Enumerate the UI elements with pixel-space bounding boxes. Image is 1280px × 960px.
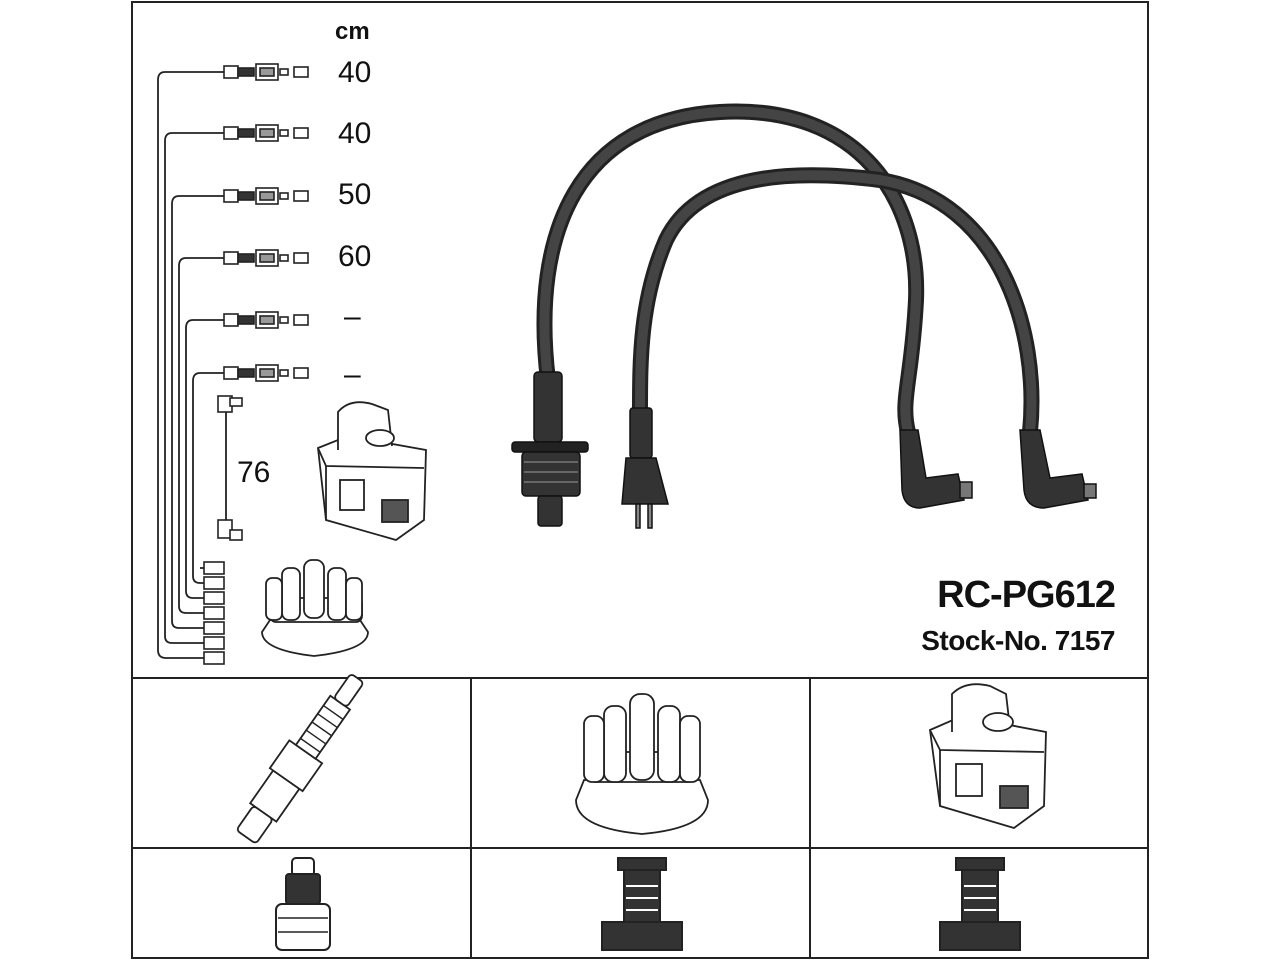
stock-number: Stock-No. 7157 <box>921 625 1115 656</box>
lead-length-5: – <box>344 300 361 333</box>
lead-connector-4 <box>223 249 309 267</box>
lead-length-1: 40 <box>338 56 372 89</box>
ignition-lead-length: 76 <box>237 456 271 489</box>
lead-length-3: 50 <box>338 178 372 211</box>
lead-connector-2 <box>223 124 309 142</box>
ignition-lead-boots <box>217 395 243 541</box>
unit-label: cm <box>335 18 370 45</box>
distributor-terminals <box>203 561 225 665</box>
distributor-cap-icon <box>261 559 369 657</box>
lead-connectors <box>203 63 309 665</box>
lead-length-2: 40 <box>338 117 372 150</box>
lead-length-6: – <box>344 358 361 391</box>
distributor-end-profile-icon <box>601 857 683 951</box>
lead-connector-5 <box>223 311 309 329</box>
distributor-cap-large-icon <box>575 693 709 835</box>
spark-plug-icon <box>236 674 364 844</box>
cable-boots <box>511 371 1097 529</box>
coil-end-profile-icon <box>939 857 1021 951</box>
outer-border <box>131 1 1149 959</box>
ignition-cable-set <box>536 103 1040 440</box>
ignition-coil-large-icon <box>929 683 1047 829</box>
ignition-coil-icon <box>317 401 427 541</box>
plug-end-profile-icon <box>275 857 331 951</box>
lead-connector-1 <box>223 63 309 81</box>
lead-length-4: 60 <box>338 240 372 273</box>
lead-connector-6 <box>223 364 309 382</box>
part-number: RC-PG612 <box>937 574 1116 616</box>
lead-connector-3 <box>223 187 309 205</box>
lead-routing-lines <box>157 71 227 659</box>
